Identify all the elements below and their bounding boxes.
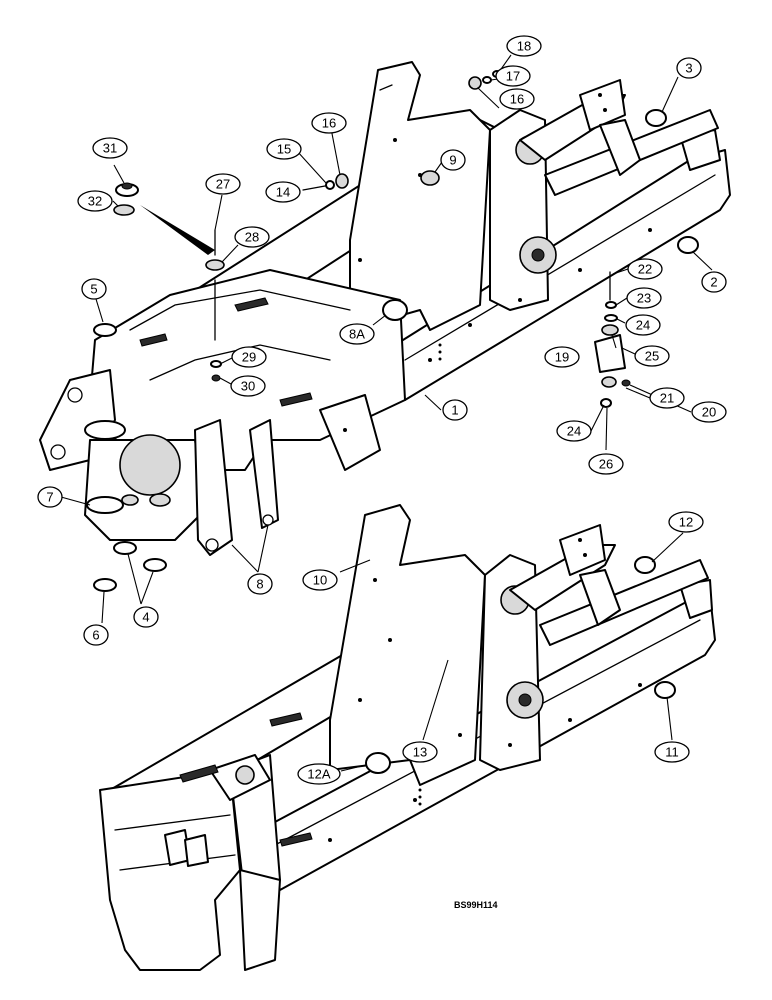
callout-17: 17	[495, 65, 531, 87]
callout-11: 11	[654, 741, 690, 763]
callout-24b: 24	[556, 420, 592, 442]
svg-text:24: 24	[636, 318, 650, 333]
callout-16b: 16	[499, 88, 535, 110]
callout-14: 14	[265, 181, 301, 203]
svg-text:30: 30	[241, 379, 255, 394]
callout-30: 30	[230, 375, 266, 397]
front-frame-assembly	[39, 61, 731, 556]
rear-frame-assembly	[99, 504, 716, 971]
callout-20: 20	[691, 401, 727, 423]
svg-text:14: 14	[276, 185, 290, 200]
callout-15: 15	[266, 138, 302, 160]
svg-text:18: 18	[517, 39, 531, 54]
svg-text:26: 26	[599, 457, 613, 472]
callout-23: 23	[626, 287, 662, 309]
callout-18: 18	[506, 35, 542, 57]
svg-text:2: 2	[710, 275, 717, 290]
svg-text:5: 5	[90, 282, 97, 297]
svg-text:19: 19	[555, 350, 569, 365]
svg-text:12: 12	[679, 515, 693, 530]
loose-hardware	[93, 70, 699, 774]
svg-text:32: 32	[88, 194, 102, 209]
callout-32: 32	[77, 190, 113, 212]
callout-12: 12	[668, 511, 704, 533]
callout-26: 26	[588, 453, 624, 475]
svg-text:29: 29	[242, 350, 256, 365]
callout-24a: 24	[625, 314, 661, 336]
svg-text:6: 6	[92, 628, 99, 643]
svg-text:15: 15	[277, 142, 291, 157]
svg-text:13: 13	[413, 745, 427, 760]
callout-21: 21	[649, 387, 685, 409]
svg-text:7: 7	[46, 490, 53, 505]
callout-4: 4	[133, 606, 159, 628]
svg-text:25: 25	[645, 349, 659, 364]
svg-text:17: 17	[506, 69, 520, 84]
callout-5: 5	[81, 278, 107, 300]
svg-text:27: 27	[216, 177, 230, 192]
callout-16a: 16	[311, 112, 347, 134]
callout-9: 9	[440, 149, 466, 171]
callout-6: 6	[83, 624, 109, 646]
callout-12a: 12A	[297, 763, 341, 785]
svg-text:16: 16	[510, 92, 524, 107]
svg-text:20: 20	[702, 405, 716, 420]
leader-lines	[60, 54, 713, 772]
svg-text:8: 8	[256, 577, 263, 592]
callout-8a: 8A	[339, 323, 375, 345]
callout-10: 10	[302, 569, 338, 591]
callout-1: 1	[442, 399, 468, 421]
svg-text:11: 11	[665, 745, 679, 760]
svg-text:21: 21	[660, 391, 674, 406]
callout-27: 27	[205, 173, 241, 195]
callouts: 1 2 3 4 5 6 7 8 8A 9 10 11 12 12A 13 14 …	[37, 35, 727, 785]
callout-13: 13	[402, 741, 438, 763]
svg-text:10: 10	[313, 573, 327, 588]
callout-7: 7	[37, 486, 63, 508]
callout-19: 19	[544, 346, 580, 368]
svg-text:1: 1	[451, 403, 458, 418]
svg-text:22: 22	[638, 262, 652, 277]
callout-28: 28	[234, 226, 270, 248]
svg-text:12A: 12A	[307, 767, 330, 782]
svg-text:8A: 8A	[349, 327, 365, 342]
callout-22: 22	[627, 258, 663, 280]
callout-31: 31	[92, 137, 128, 159]
diagram-code: BS99H114	[454, 900, 498, 910]
callout-3: 3	[676, 57, 702, 79]
svg-text:31: 31	[103, 141, 117, 156]
callout-29: 29	[231, 346, 267, 368]
callout-8: 8	[247, 573, 273, 595]
svg-text:23: 23	[637, 291, 651, 306]
svg-text:28: 28	[245, 230, 259, 245]
svg-text:16: 16	[322, 116, 336, 131]
svg-text:4: 4	[142, 610, 149, 625]
callout-2: 2	[701, 271, 727, 293]
callout-25: 25	[634, 345, 670, 367]
svg-text:3: 3	[685, 61, 692, 76]
svg-text:24: 24	[567, 424, 581, 439]
svg-text:9: 9	[449, 153, 456, 168]
